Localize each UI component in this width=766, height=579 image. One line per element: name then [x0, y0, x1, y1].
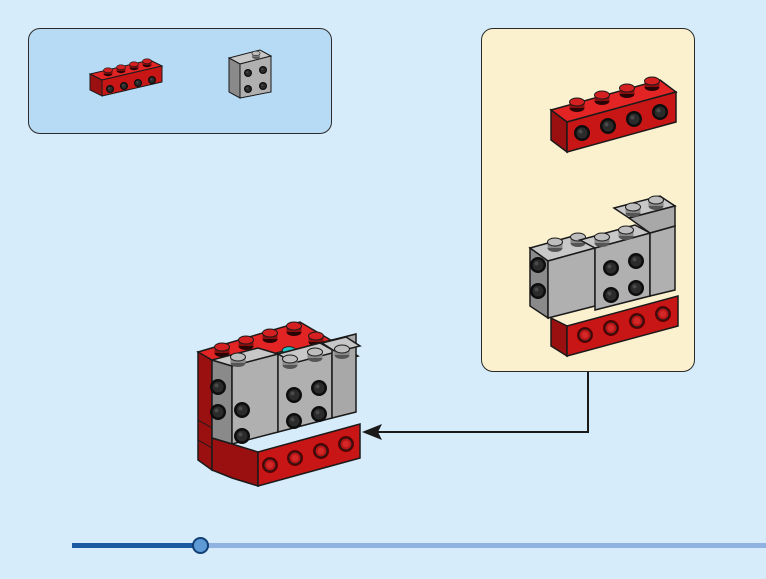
part-red-brick [90, 59, 162, 96]
sub-red-brick [551, 77, 676, 152]
progress-handle[interactable] [192, 537, 209, 554]
sub-gray-assembly [530, 196, 678, 356]
progress-fill [72, 543, 200, 548]
assembly-arrow [362, 372, 588, 440]
part-gray-brick [229, 50, 271, 98]
main-model [198, 322, 360, 486]
